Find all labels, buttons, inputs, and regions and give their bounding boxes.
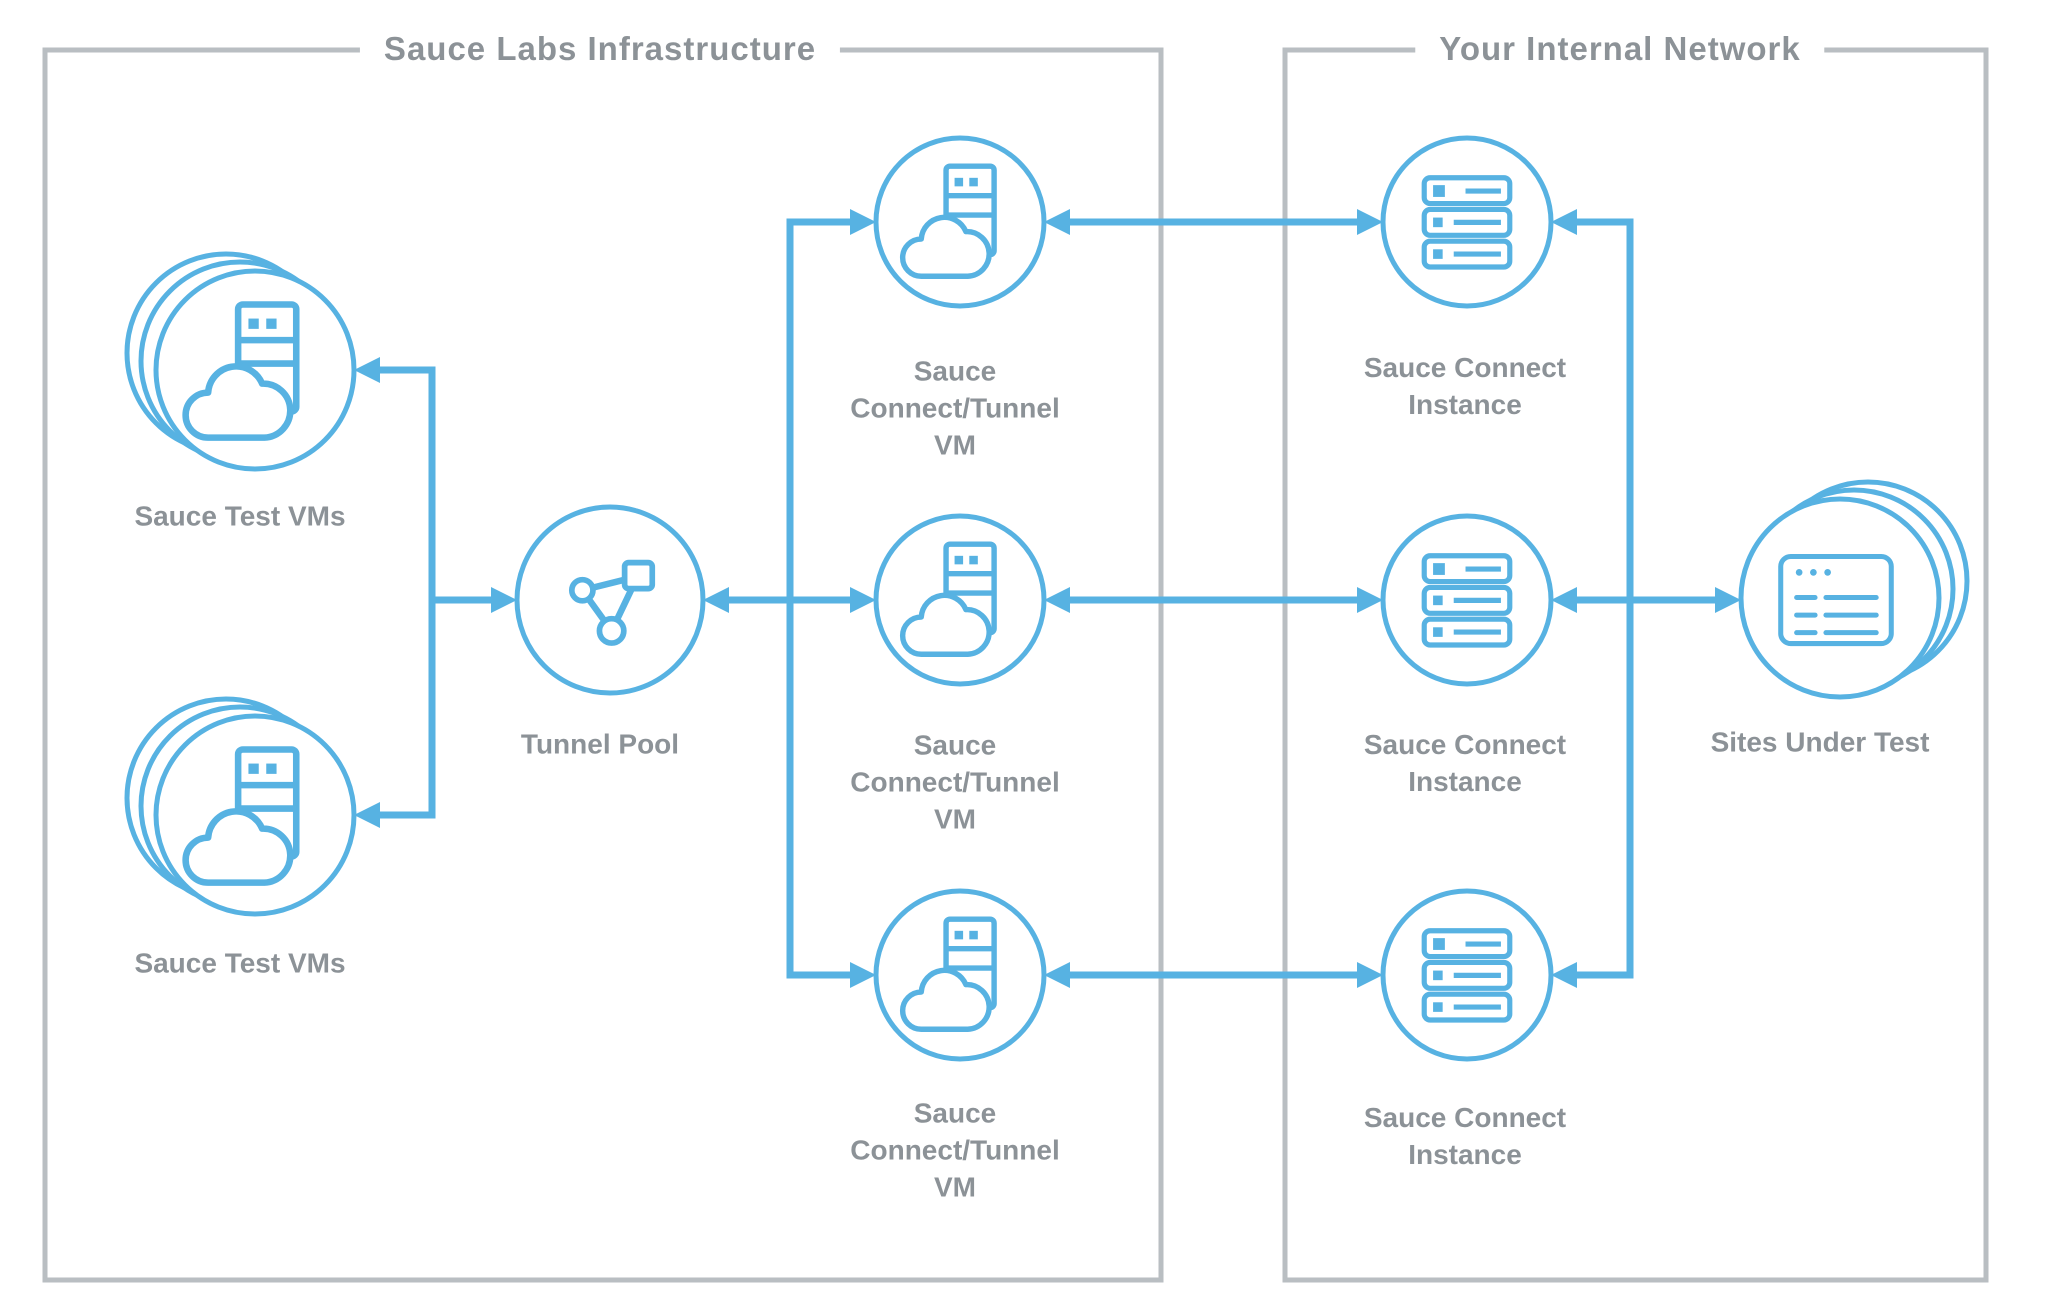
sauce-test-vms-node-1 (124, 251, 357, 472)
node-label-sauce-connect-tunnel-vm-1: Sauce Connect/Tunnel VM (850, 355, 1060, 461)
node-label-sauce-connect-instance-1: Sauce Connect Instance (1363, 352, 1567, 420)
arrow-tunnel-pool-connect-vms (703, 209, 876, 988)
sauce-connect-instance-node-1 (1380, 135, 1554, 309)
arrow-instances-sites-under-test (1551, 209, 1741, 988)
sauce-connect-tunnel-vm-node-2 (873, 513, 1047, 687)
node-label-sauce-connect-instance-2: Sauce Connect Instance (1363, 729, 1567, 797)
browser-window-icon (1781, 556, 1892, 643)
server-rack-icon (1424, 931, 1510, 1020)
node-label-sauce-test-vms-1: Sauce Test VMs (134, 500, 346, 532)
sauce-connect-tunnel-vm-node-1 (873, 135, 1047, 309)
tunnel-pool-node (514, 504, 706, 696)
sites-under-test-node (1738, 479, 1970, 700)
node-label-tunnel-pool: Tunnel Pool (520, 728, 680, 760)
right-box-title: Your Internal Network (1415, 26, 1825, 72)
node-label-sauce-connect-tunnel-vm-2: Sauce Connect/Tunnel VM (850, 729, 1060, 835)
node-label-sauce-test-vms-2: Sauce Test VMs (134, 947, 346, 979)
arrow-connect-vm-instance-row2 (1044, 587, 1383, 613)
arrow-connect-vm-instance-row1 (1044, 209, 1383, 235)
node-label-sites-under-test: Sites Under Test (1710, 726, 1930, 758)
sauce-connect-tunnel-vm-node-3 (873, 888, 1047, 1062)
arrow-connect-vm-instance-row3 (1044, 962, 1383, 988)
sauce-test-vms-node-2 (124, 696, 357, 917)
server-rack-icon (1424, 178, 1510, 267)
left-box-title: Sauce Labs Infrastructure (359, 26, 841, 72)
node-label-sauce-connect-instance-3: Sauce Connect Instance (1363, 1102, 1567, 1170)
arrow-test-vms-tunnel-pool (354, 357, 517, 828)
sauce-connect-instance-node-2 (1380, 513, 1554, 687)
sauce-connect-instance-node-3 (1380, 888, 1554, 1062)
node-label-sauce-connect-tunnel-vm-3: Sauce Connect/Tunnel VM (850, 1097, 1060, 1203)
server-rack-icon (1424, 556, 1510, 645)
